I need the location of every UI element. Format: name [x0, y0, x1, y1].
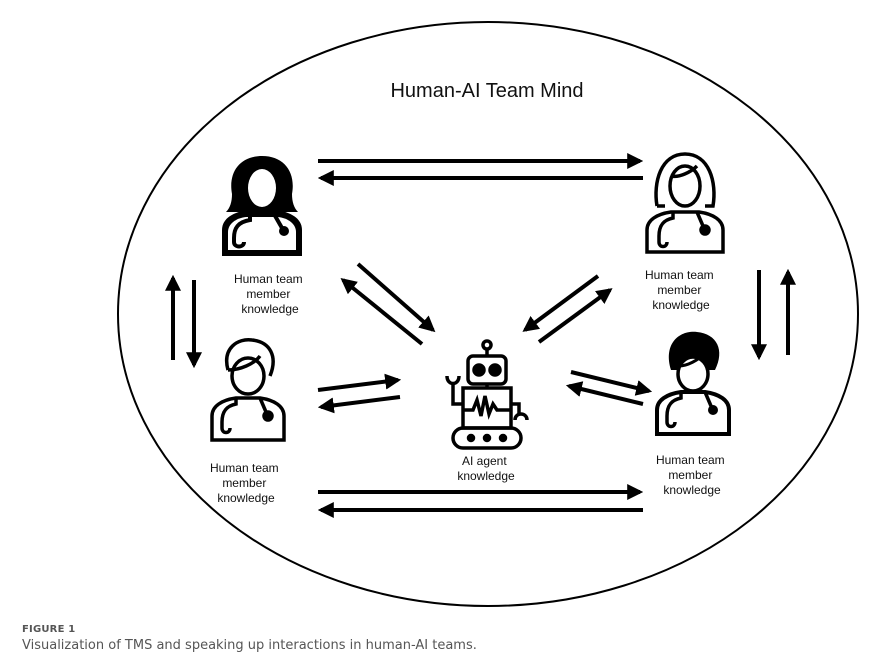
arrow-br-to-ai: [565, 381, 644, 406]
arrow-ai-to-tl: [340, 277, 424, 346]
male-doctor-filled-icon: [655, 331, 731, 436]
node-label-human-bottom-right: Human team member knowledge: [656, 453, 728, 497]
node-label-ai-agent: AI agent knowledge: [457, 454, 515, 483]
female-doctor-filled-icon: [222, 156, 302, 256]
figure-label: FIGURE 1: [22, 624, 76, 635]
arrow-ai-to-tr: [537, 288, 613, 344]
diagram-title: Human-AI Team Mind: [390, 80, 583, 102]
team-mind-boundary: [117, 21, 859, 607]
arrow-tr-to-ai: [522, 274, 600, 332]
male-doctor-outline-icon: [210, 338, 286, 442]
arrow-ai-to-bl: [317, 395, 401, 414]
female-doctor-outline-icon: [645, 152, 725, 254]
node-label-human-bottom-left: Human team member knowledge: [210, 461, 282, 505]
node-label-human-top-left: Human team member knowledge: [234, 272, 306, 316]
node-label-human-top-right: Human team member knowledge: [645, 268, 717, 312]
arrow-tl-to-ai: [356, 262, 436, 333]
robot-icon: [445, 339, 529, 450]
figure-caption: Visualization of TMS and speaking up int…: [22, 638, 477, 653]
arrow-ai-to-br: [570, 370, 653, 396]
arrow-bl-to-ai: [317, 373, 402, 392]
